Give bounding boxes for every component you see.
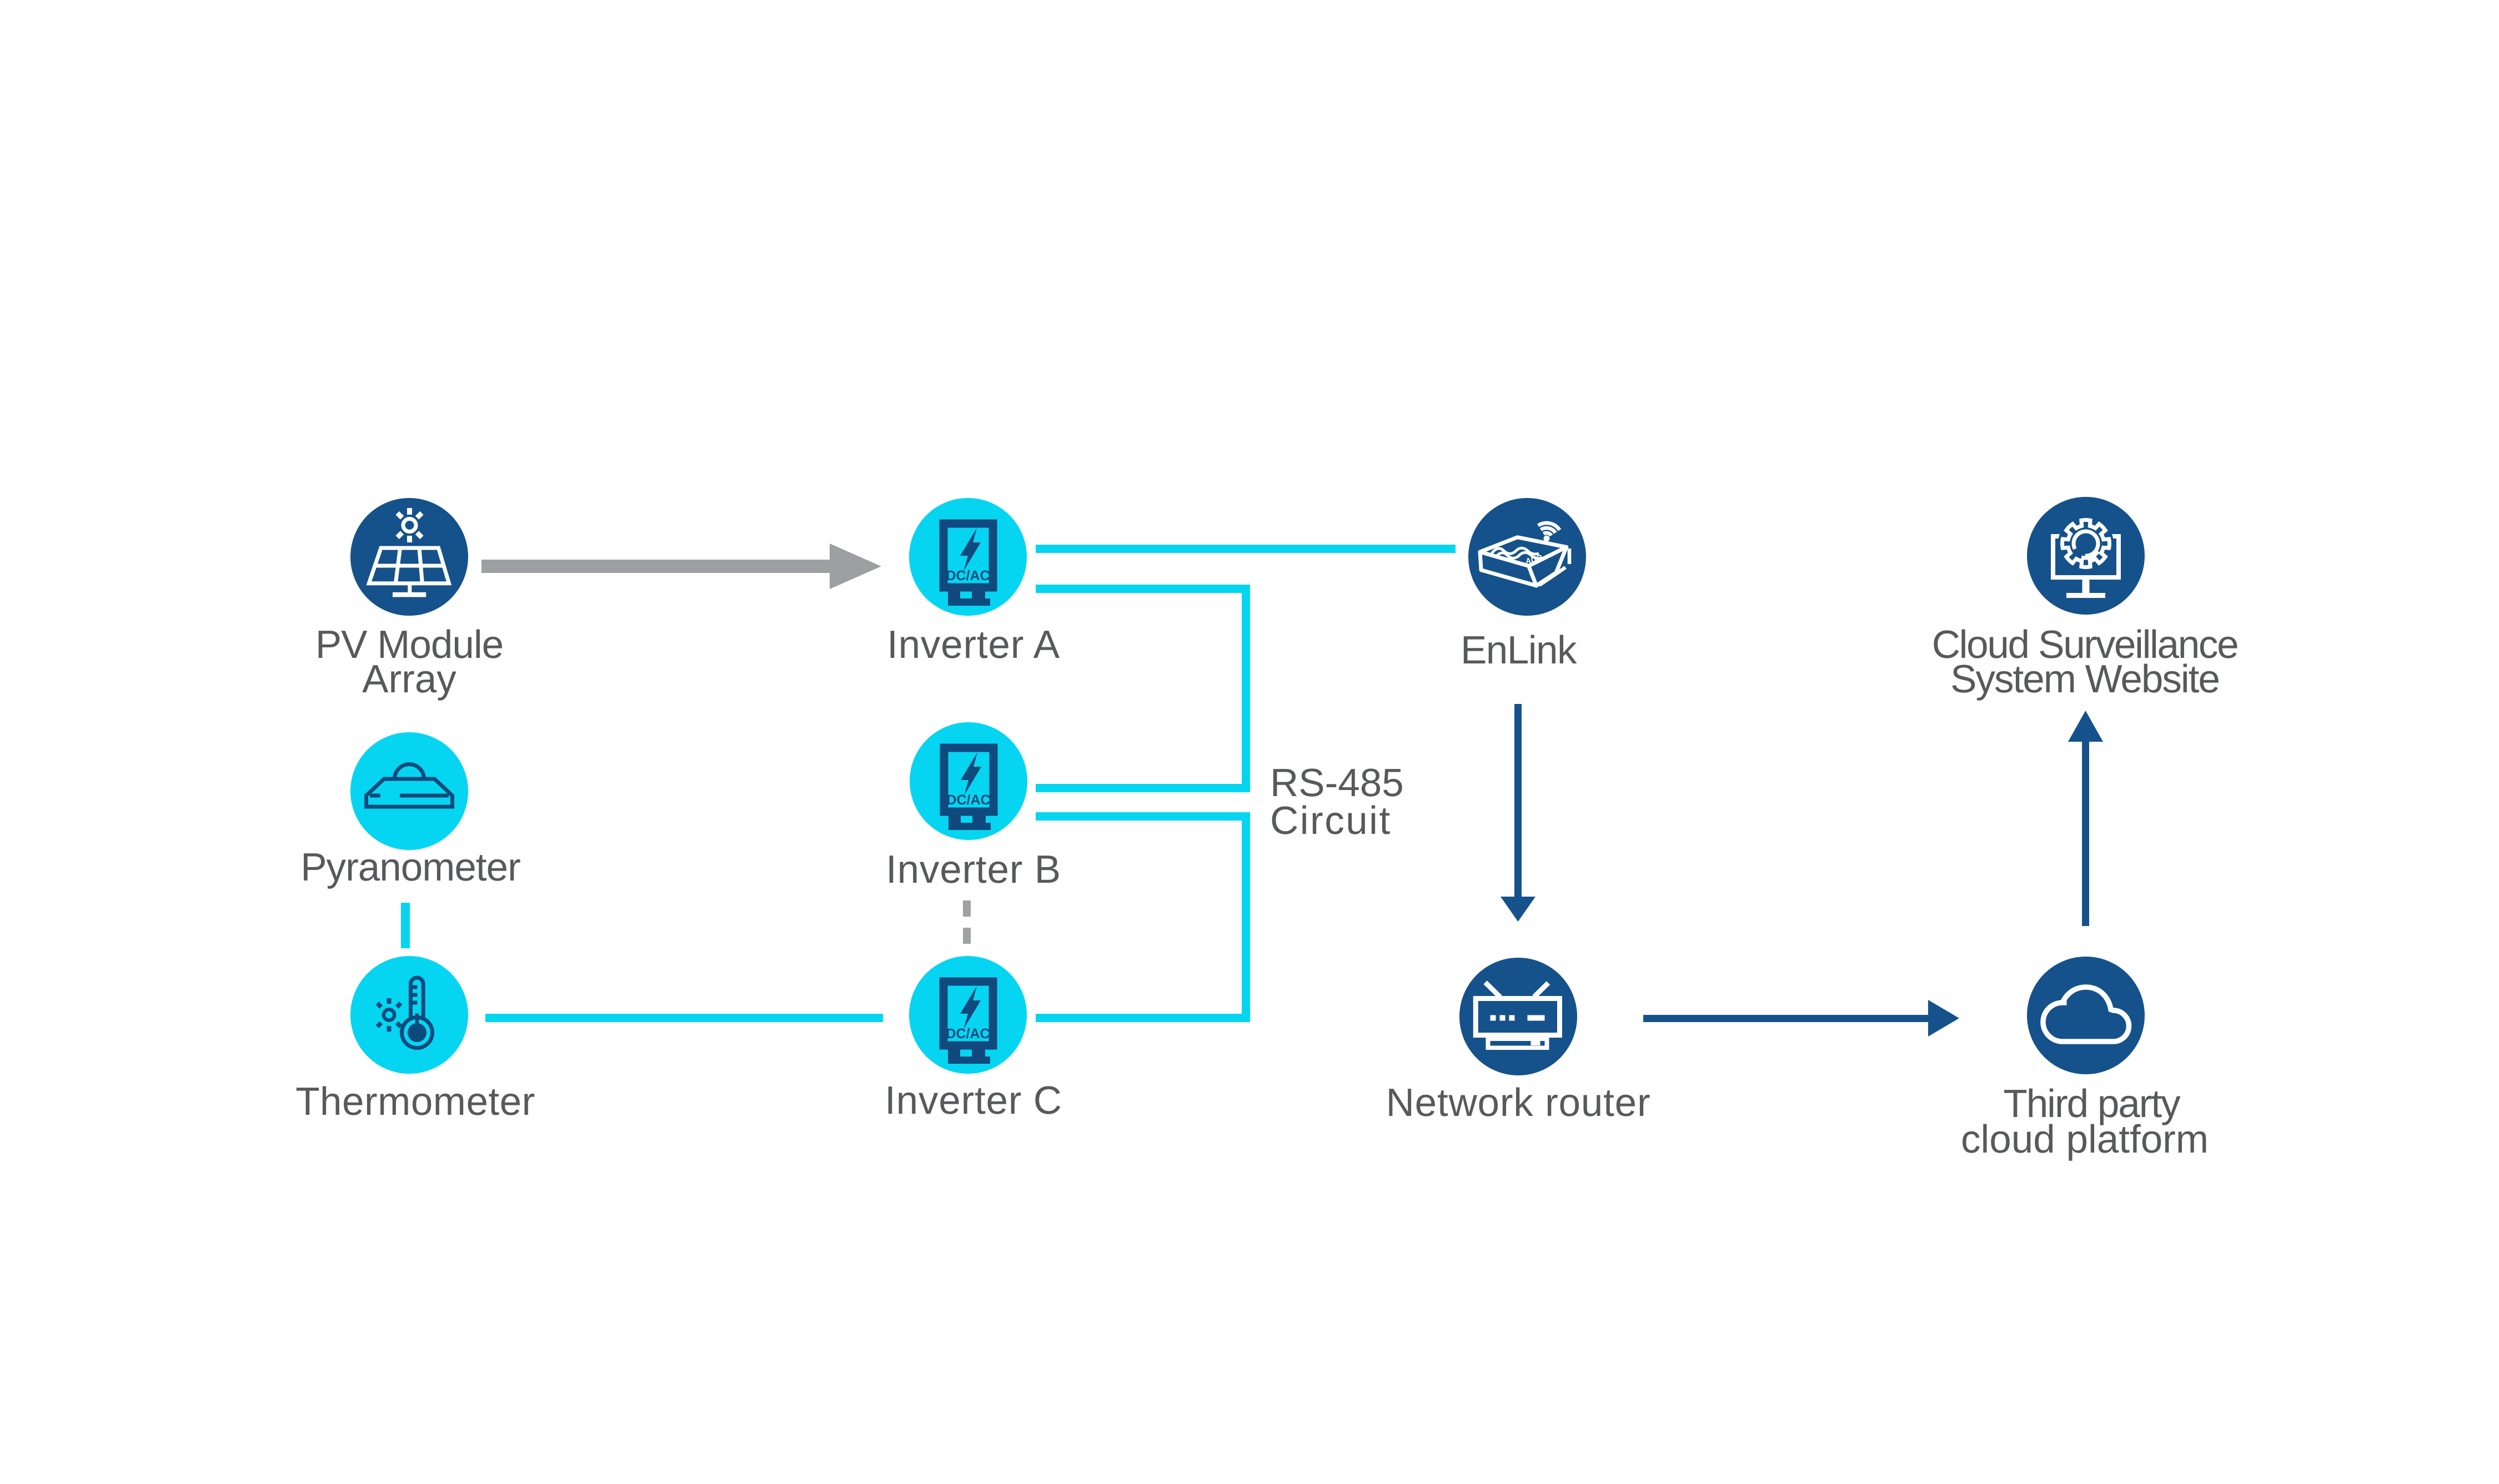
svg-text:System Website: System Website (1950, 657, 2219, 701)
svg-text:RS-485: RS-485 (1270, 761, 1404, 805)
svg-text:EnLink: EnLink (1461, 628, 1577, 672)
svg-text:Inverter C: Inverter C (885, 1079, 1062, 1123)
svg-text:cloud platform: cloud platform (1961, 1118, 2209, 1161)
svg-text:Inverter B: Inverter B (886, 848, 1061, 892)
svg-text:Array: Array (362, 657, 456, 701)
svg-text:Pyranometer: Pyranometer (300, 846, 520, 889)
svg-text:Network router: Network router (1386, 1081, 1651, 1125)
svg-text:Circuit: Circuit (1270, 799, 1392, 843)
svg-text:Third party: Third party (2003, 1082, 2181, 1126)
svg-text:Inverter A: Inverter A (887, 623, 1060, 667)
svg-text:Thermometer: Thermometer (295, 1080, 535, 1124)
svg-text:Cloud Surveillance: Cloud Surveillance (1932, 623, 2238, 667)
svg-text:PV Module: PV Module (315, 623, 503, 667)
